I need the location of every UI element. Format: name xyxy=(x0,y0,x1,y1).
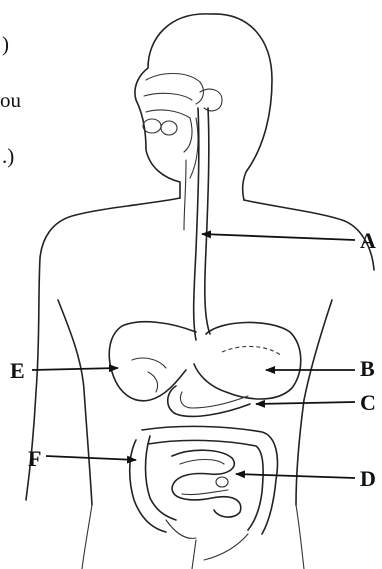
arrow-D xyxy=(236,474,355,478)
arrow-C xyxy=(256,402,355,404)
small-intestine xyxy=(166,450,241,538)
label-E: E xyxy=(10,358,25,383)
arrow-F xyxy=(46,456,136,460)
esophagus xyxy=(184,108,210,340)
head-features xyxy=(143,74,222,179)
label-B: B xyxy=(360,356,375,381)
arrow-A xyxy=(202,234,355,240)
body-silhouette xyxy=(26,14,374,569)
duodenum xyxy=(168,386,250,416)
label-F: F xyxy=(28,446,41,471)
label-C: C xyxy=(360,390,376,415)
label-arrows xyxy=(32,234,355,478)
label-A: A xyxy=(360,228,376,253)
label-D: D xyxy=(360,466,376,491)
labels: A B C D E F xyxy=(10,228,376,491)
arrow-E xyxy=(32,368,118,370)
liver xyxy=(109,322,196,401)
